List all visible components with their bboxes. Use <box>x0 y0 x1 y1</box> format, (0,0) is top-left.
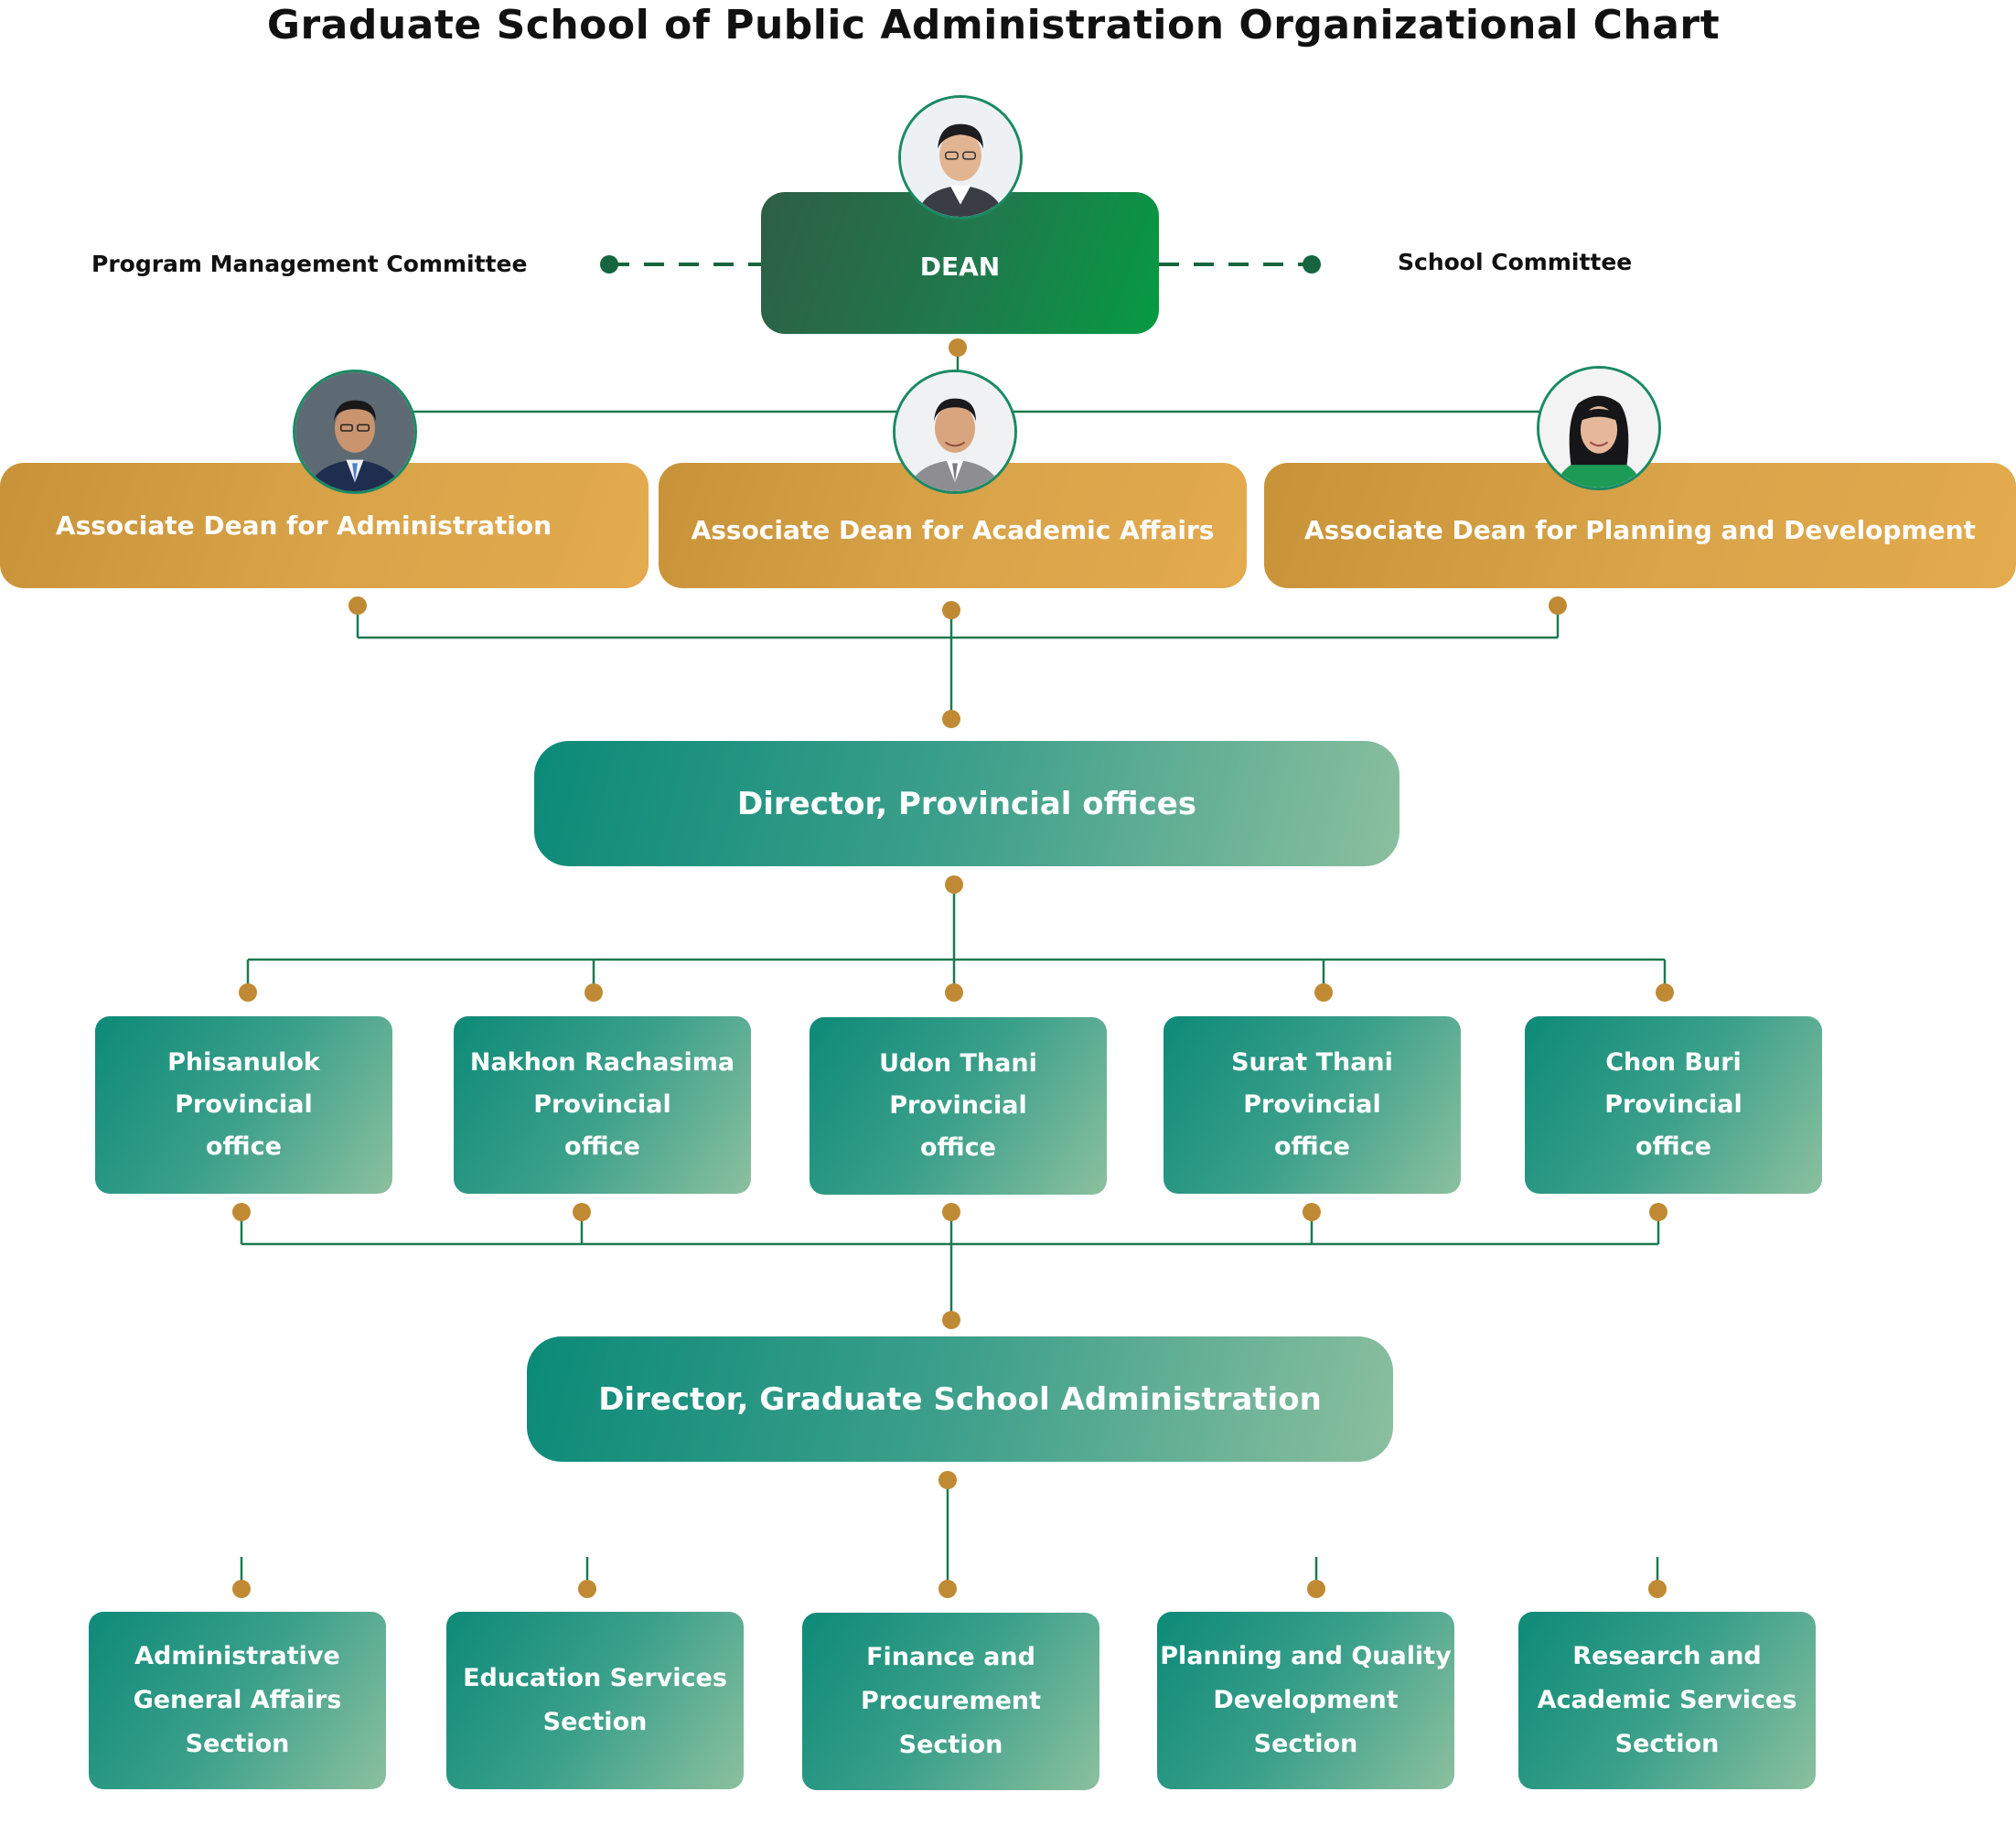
provincial-office-label: Udon Thani Provincial office <box>879 1049 1037 1162</box>
associate-dean-academic-avatar <box>893 370 1017 494</box>
section-label: Planning and Quality Development Section <box>1160 1642 1452 1758</box>
section-label: Finance and Procurement Section <box>860 1643 1042 1759</box>
provincial-office-label: Surat Thani Provincial office <box>1231 1048 1393 1161</box>
provincial-office-card[interactable]: Surat Thani Provincial office <box>1163 1016 1461 1194</box>
section-label: Administrative General Affairs Section <box>133 1642 342 1758</box>
director-graduate-school-administration-label: Director, Graduate School Administration <box>598 1380 1322 1418</box>
associate-dean-administration-avatar <box>293 370 417 494</box>
provincial-office-card[interactable]: Nakhon Rachasima Provincial office <box>454 1016 751 1194</box>
associate-dean-planning-box[interactable]: Associate Dean for Planning and Developm… <box>1264 463 2016 588</box>
associate-dean-academic-label: Associate Dean for Academic Affairs <box>691 515 1215 545</box>
dean-avatar <box>898 95 1023 220</box>
director-provincial-offices-label: Director, Provincial offices <box>736 785 1197 822</box>
page-title: Graduate School of Public Administration… <box>266 2 1721 48</box>
provincial-office-card[interactable]: Phisanulok Provincial office <box>95 1016 392 1194</box>
director-provincial-offices-box[interactable]: Director, Provincial offices <box>534 741 1399 866</box>
section-card[interactable]: Education Services Section <box>446 1612 744 1789</box>
section-card[interactable]: Administrative General Affairs Section <box>89 1612 386 1789</box>
section-card[interactable]: Finance and Procurement Section <box>802 1613 1099 1790</box>
section-label: Education Services Section <box>463 1664 727 1736</box>
provincial-office-card[interactable]: Chon Buri Provincial office <box>1525 1016 1822 1194</box>
section-card[interactable]: Planning and Quality Development Section <box>1157 1612 1454 1789</box>
program-management-committee-label: Program Management Committee <box>91 251 528 277</box>
dean-label: DEAN <box>919 252 1001 282</box>
section-label: Research and Academic Services Section <box>1537 1642 1797 1758</box>
school-committee-label: School Committee <box>1398 249 1633 275</box>
director-graduate-school-administration-box[interactable]: Director, Graduate School Administration <box>527 1336 1393 1462</box>
provincial-office-label: Nakhon Rachasima Provincial office <box>469 1048 735 1161</box>
provincial-office-label: Chon Buri Provincial office <box>1604 1048 1743 1161</box>
provincial-office-card[interactable]: Udon Thani Provincial office <box>810 1017 1107 1195</box>
associate-dean-administration-label: Associate Dean for Administration <box>55 510 552 541</box>
associate-dean-planning-label: Associate Dean for Planning and Developm… <box>1304 515 1976 545</box>
section-card[interactable]: Research and Academic Services Section <box>1518 1612 1816 1789</box>
associate-dean-planning-avatar <box>1537 366 1661 490</box>
provincial-office-label: Phisanulok Provincial office <box>167 1048 320 1161</box>
